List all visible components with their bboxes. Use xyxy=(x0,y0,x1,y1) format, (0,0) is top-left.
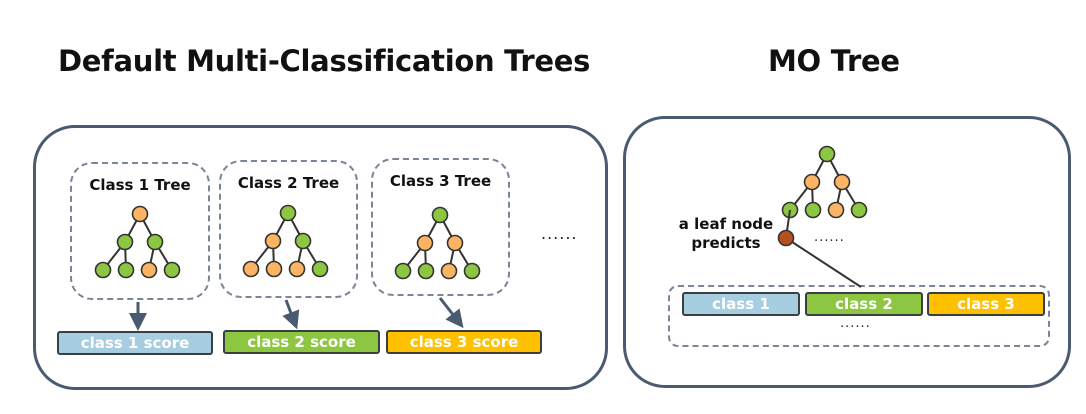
output-class-1: class 1 xyxy=(682,292,800,316)
class-3-tree-box: Class 3 Tree xyxy=(371,158,510,296)
class-2-tree-label: Class 2 Tree xyxy=(237,174,340,192)
output-class-2: class 2 xyxy=(805,292,923,316)
default-trees-title: Default Multi-Classification Trees xyxy=(58,44,591,78)
output-class-3: class 3 xyxy=(927,292,1045,316)
class-1-tree-box: Class 1 Tree xyxy=(70,162,210,300)
class-1-score-box: class 1 score xyxy=(57,331,213,355)
leaf-label-line1: a leaf node xyxy=(678,215,774,233)
class-1-tree-label: Class 1 Tree xyxy=(89,176,191,194)
class-2-tree-box: Class 2 Tree xyxy=(219,160,358,298)
class-2-score-box: class 2 score xyxy=(223,330,380,354)
outputs-ellipsis: ...... xyxy=(840,316,871,331)
leaf-node-label: a leaf node predicts xyxy=(676,215,776,253)
tree-ellipsis: ...... xyxy=(814,230,845,245)
class-3-tree-label: Class 3 Tree xyxy=(389,172,492,190)
more-trees-ellipsis: ...... xyxy=(541,224,578,243)
class-3-score-box: class 3 score xyxy=(386,330,542,354)
mo-tree-title: MO Tree xyxy=(768,44,900,78)
leaf-label-line2: predicts xyxy=(691,234,761,252)
